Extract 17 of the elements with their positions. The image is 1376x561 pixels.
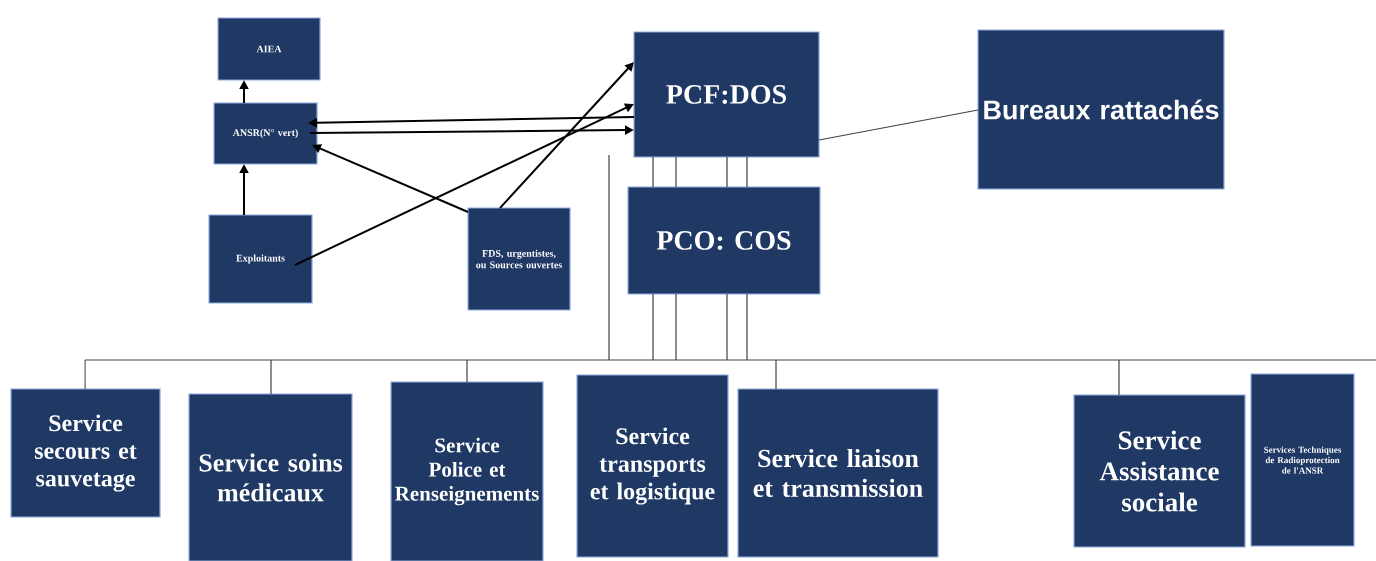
service-box: Service transports et logistique [576,374,729,558]
service-box: Service liaison et transmission [737,388,939,558]
org-box: PCF:DOS [633,31,820,158]
service-box: Service Police et Renseignements [390,381,544,561]
service-box: Service Assistance sociale [1073,394,1246,548]
org-box: FDS, urgentistes, ou Sources ouvertes [467,207,571,311]
connector-lines [652,156,748,188]
org-box: ANSR(N° vert) [213,102,318,165]
org-box: AIEA [217,17,321,81]
arrow [499,62,634,209]
service-box: Service secours et sauvetage [10,388,161,518]
service-box: Service soins médicaux [188,393,353,561]
org-box: Bureaux rattachés [977,29,1225,190]
service-box: Services Techniques de Radioprotection de l'ANSR [1250,373,1355,547]
connector-tree [84,154,1376,396]
org-box: Exploitants [208,214,313,304]
org-box: PCO: COS [627,186,821,295]
